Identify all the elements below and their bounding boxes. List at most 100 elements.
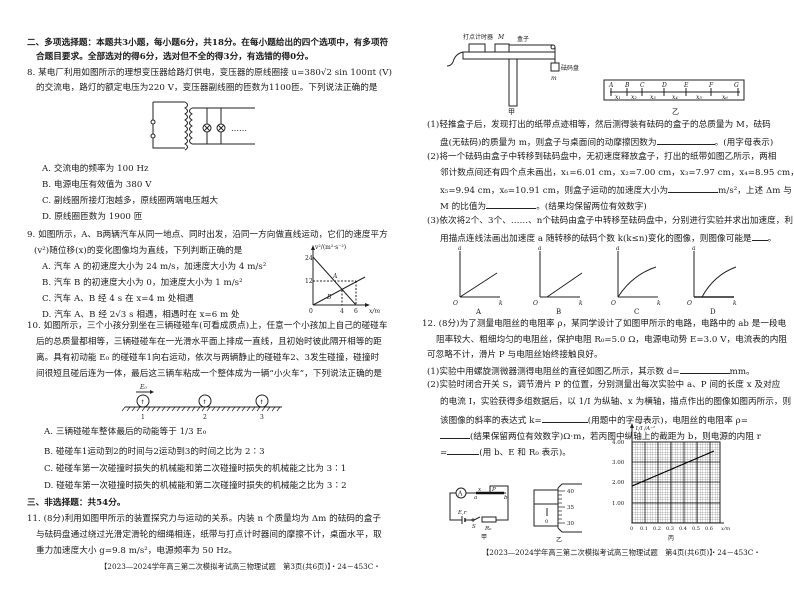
svg-text:a: a [616,245,620,252]
q8-option-d: D. 原线圈匝数为 1900 匝 [42,212,143,222]
svg-text:P: P [491,487,496,493]
q9-option-b: B. 汽车 B 的初速度大小为 0，加速度大小为 1 m/s² [42,278,243,288]
svg-text:O: O [453,300,458,307]
svg-text:A: A [457,491,463,498]
transformer-circuit-figure: …… [150,101,255,151]
graph-b: a O k B [533,245,583,316]
svg-text:↟: ↟ [202,399,207,406]
svg-text:1/I /A⁻¹: 1/I /A⁻¹ [635,425,655,432]
svg-text:k: k [657,300,661,307]
svg-text:x/m: x/m [369,308,380,315]
svg-text:k: k [579,300,583,307]
graph-c: a O k C [611,245,661,316]
svg-text:x₄: x₄ [672,94,678,101]
svg-text:O: O [611,300,616,307]
svg-text:35: 35 [567,505,574,511]
answer-blank-mu[interactable] [656,136,715,145]
answer-blank-diameter[interactable] [679,365,730,374]
q11-stem-3: 重力加速度大小 g=9.8 m/s²，电源频率为 50 Hz。 [36,546,238,556]
q9-stem-1: 9. 如图所示，A、B两辆汽车从同一地点、同时出发，沿同一方向做直线运动，它们的… [27,230,388,240]
q11-stem-1: 11. (8分)利用如图甲所示的装置探究力与运动的关系。内装 n 个质量均为 Δ… [27,514,381,524]
svg-text:0: 0 [630,526,633,532]
svg-text:E,r: E,r [457,510,467,516]
q11-part2-e: M 的比值为。(结果均保留两位有效数字) [440,200,647,212]
svg-text:a: a [692,245,696,252]
q8-option-b: B. 电源电压有效值为 380 V [42,180,152,190]
q9-option-d: D. 汽车 A、B 经 2√3 s 相遇，相遇时在 x=6 m 处 [42,310,240,320]
svg-text:D: D [710,308,716,316]
svg-text:乙: 乙 [556,537,562,544]
section2-title-cont: 合题目要求。全部选对的得6分，选对但不全的得3分，有选错的得0分。 [36,52,314,62]
q8-stem-2: 的交流电，路灯的额定电压为220 V，变压器副线圈的匝数为1100匝。下列说法正… [36,83,378,93]
svg-text:乙: 乙 [672,108,679,116]
answer-blank-ratio[interactable] [486,200,537,209]
fig-yi-paper-tape: A B C D E F G x₁ x₂ x₃ x₄ x₅ x₆ 乙 [603,79,745,116]
graphs-abcd: a O k A a O k B a O k C a O k D [453,245,737,316]
svg-text:24: 24 [305,255,313,262]
answer-blank-internal-r[interactable] [447,446,480,455]
q8-option-c: C. 副线圈所接灯泡越多，原线圈两端电压越大 [42,196,219,206]
svg-text:0.3: 0.3 [666,526,674,532]
fig-circuit-jia: A P x a b E,r S R₀ 甲 [449,485,509,541]
bumper-cars-figure: E₀ ↟ ↟ ↟ 1 2 3 [121,384,282,421]
q10-stem-4: 间很短且碰后连为一体，最后这三辆车粘成一个整体成为一辆“小火车”，下列说法正确的… [36,369,382,379]
svg-text:D: D [661,82,667,89]
svg-text:3.00: 3.00 [612,460,625,466]
svg-text:E₀: E₀ [139,384,147,391]
svg-text:G: G [734,82,739,89]
dots-text: …… [231,124,247,133]
svg-text:甲: 甲 [508,108,515,116]
svg-text:40: 40 [567,489,574,495]
q10-stem-1: 10. 如图所示，三个小孩分别坐在三辆碰碰车(可看成质点)上，任意一个小孩加上自… [27,321,388,331]
svg-text:E: E [683,82,689,89]
svg-text:砝码盘: 砝码盘 [561,64,579,72]
svg-text:a: a [458,245,462,252]
svg-text:x: x [478,487,482,493]
q10-option-c: C. 碰碰车第一次碰撞时损失的机械能和第二次碰撞时损失的机械能之比为 3∶1 [44,464,347,474]
svg-text:↟: ↟ [140,399,145,406]
svg-text:B: B [556,308,561,316]
svg-text:S: S [472,524,476,530]
svg-text:m: m [551,75,557,82]
fig-bing-graph: 1/I /A⁻¹ 4.00 3.00 2.00 1.00 0 0.1 0.2 0… [612,423,731,542]
q9-option-c: C. 汽车 A、B 经 4 s 在 x=4 m 处相遇 [42,294,194,304]
q11-part2-b: 邻计数点间还有四个点未画出，x₁=6.01 cm，x₂=7.00 cm，x₃=7… [440,168,794,178]
right-page: 打点计时器 M 盒子 砝码盘 m 甲 A B C D E F G x₁ x₂ x… [400,0,794,593]
q10-stem-3: 离。具有初动能 E₀ 的碰碰车1向右运动，依次与两辆静止的碰碰车2、3发生碰撞，… [36,353,380,363]
svg-text:O: O [687,300,692,307]
svg-text:k: k [733,300,737,307]
q10-option-a: A. 三辆碰碰车整体最后的动能等于 1/3 E₀ [44,427,207,437]
footer-left-code: ・24－453C・ [330,562,381,571]
answer-blank-accel[interactable] [668,184,719,193]
answer-blank-slope[interactable] [541,414,588,423]
svg-text:C: C [640,82,645,89]
svg-text:x₁: x₁ [615,94,621,101]
svg-text:0.6: 0.6 [705,526,713,532]
svg-text:C: C [634,308,639,316]
fig-micrometer-yi: 0 40 35 30 乙 [533,483,582,544]
svg-text:12: 12 [305,278,313,285]
q11-part3-a: (3)依次将2个、3个、……、n个砝码由盒子中转移至砝码盘中，分别进行实验并求出… [427,216,794,226]
svg-text:M: M [497,34,505,41]
svg-text:x₃: x₃ [650,94,656,101]
svg-text:F: F [708,82,714,89]
q9-stem-2: (v²)随位移(x)的变化图像均为直线，下列判断正确的是 [34,246,243,256]
svg-text:30: 30 [567,521,574,527]
q12-stem-2: 阻率较大、粗细均匀的电阻丝，保护电阻 R₀=5.0 Ω，电源电动势 E=3.0 … [436,335,787,345]
answer-blank-graph[interactable] [751,232,768,241]
fig-jia-apparatus: 打点计时器 M 盒子 砝码盘 m 甲 [446,33,579,116]
svg-text:0.5: 0.5 [692,526,700,532]
svg-text:0.2: 0.2 [653,526,661,532]
q11-part1-b: 盘(无砝码)的质量为 m，则盒子与桌面间的动摩擦因数为。(用字母表示) [440,136,774,148]
section3-title: 三、非选择题：共54分。 [27,498,126,508]
svg-text:1: 1 [141,414,145,421]
svg-text:b: b [504,495,508,501]
graph-d: a O k D [687,245,737,316]
svg-text:甲: 甲 [481,534,487,541]
svg-text:4: 4 [340,308,344,315]
answer-blank-resistivity[interactable] [440,430,470,439]
q12-stem-3: 可忽略不计，滑片 P 与电阻丝始终接触良好。 [427,350,603,360]
q12-part2-a: (2)实验时闭合开关 S，调节滑片 P 的位置，分别测量出每次实验中 a、P 间… [427,380,781,390]
q10-option-b: B. 碰碰车1运动到2的时间与2运动到3的时间之比为 2∶3 [44,447,265,457]
footer-right-code: ・24－453C・ [710,548,761,557]
